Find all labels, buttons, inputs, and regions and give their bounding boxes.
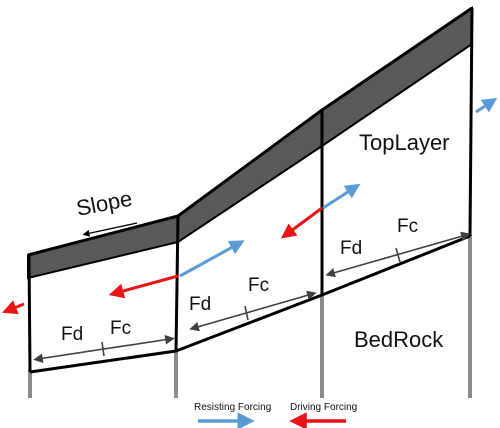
block2-force-line [189,290,317,332]
driving-arrow-left [2,300,25,315]
bedrock-label: BedRock [354,327,444,352]
top-layer-label: TopLayer [359,130,450,155]
driving-arrow-block1 [108,274,179,299]
block1-fd-label: Fd [61,324,83,345]
legend: Resisting Forcing Driving Forcing [194,402,357,428]
legend-resisting-label: Resisting Forcing [194,402,271,413]
resisting-force-arrows [179,97,498,278]
slope-label: Slope [74,186,134,221]
block-divider-mid-left [174,215,180,352]
ground-surface-line [27,6,473,257]
resisting-arrow-block2 [322,183,361,210]
block3-fc-label: Fc [397,216,418,237]
block3-fd-label: Fd [340,238,362,259]
driving-force-arrows [2,206,323,315]
block3-force-line [325,231,471,278]
block-divider-left [27,254,32,373]
resisting-arrow-right [475,97,498,114]
legend-driving-label: Driving Forcing [290,402,357,413]
resisting-arrow-block1 [179,240,245,278]
block-divider-right [468,7,474,237]
block1-fc-label: Fc [110,318,131,339]
block2-fc-label: Fc [248,275,269,296]
block2-fd-label: Fd [189,294,211,315]
block1-force-line [33,334,175,364]
driving-arrow-block2 [280,206,323,239]
slope-direction-arrow [82,222,138,237]
